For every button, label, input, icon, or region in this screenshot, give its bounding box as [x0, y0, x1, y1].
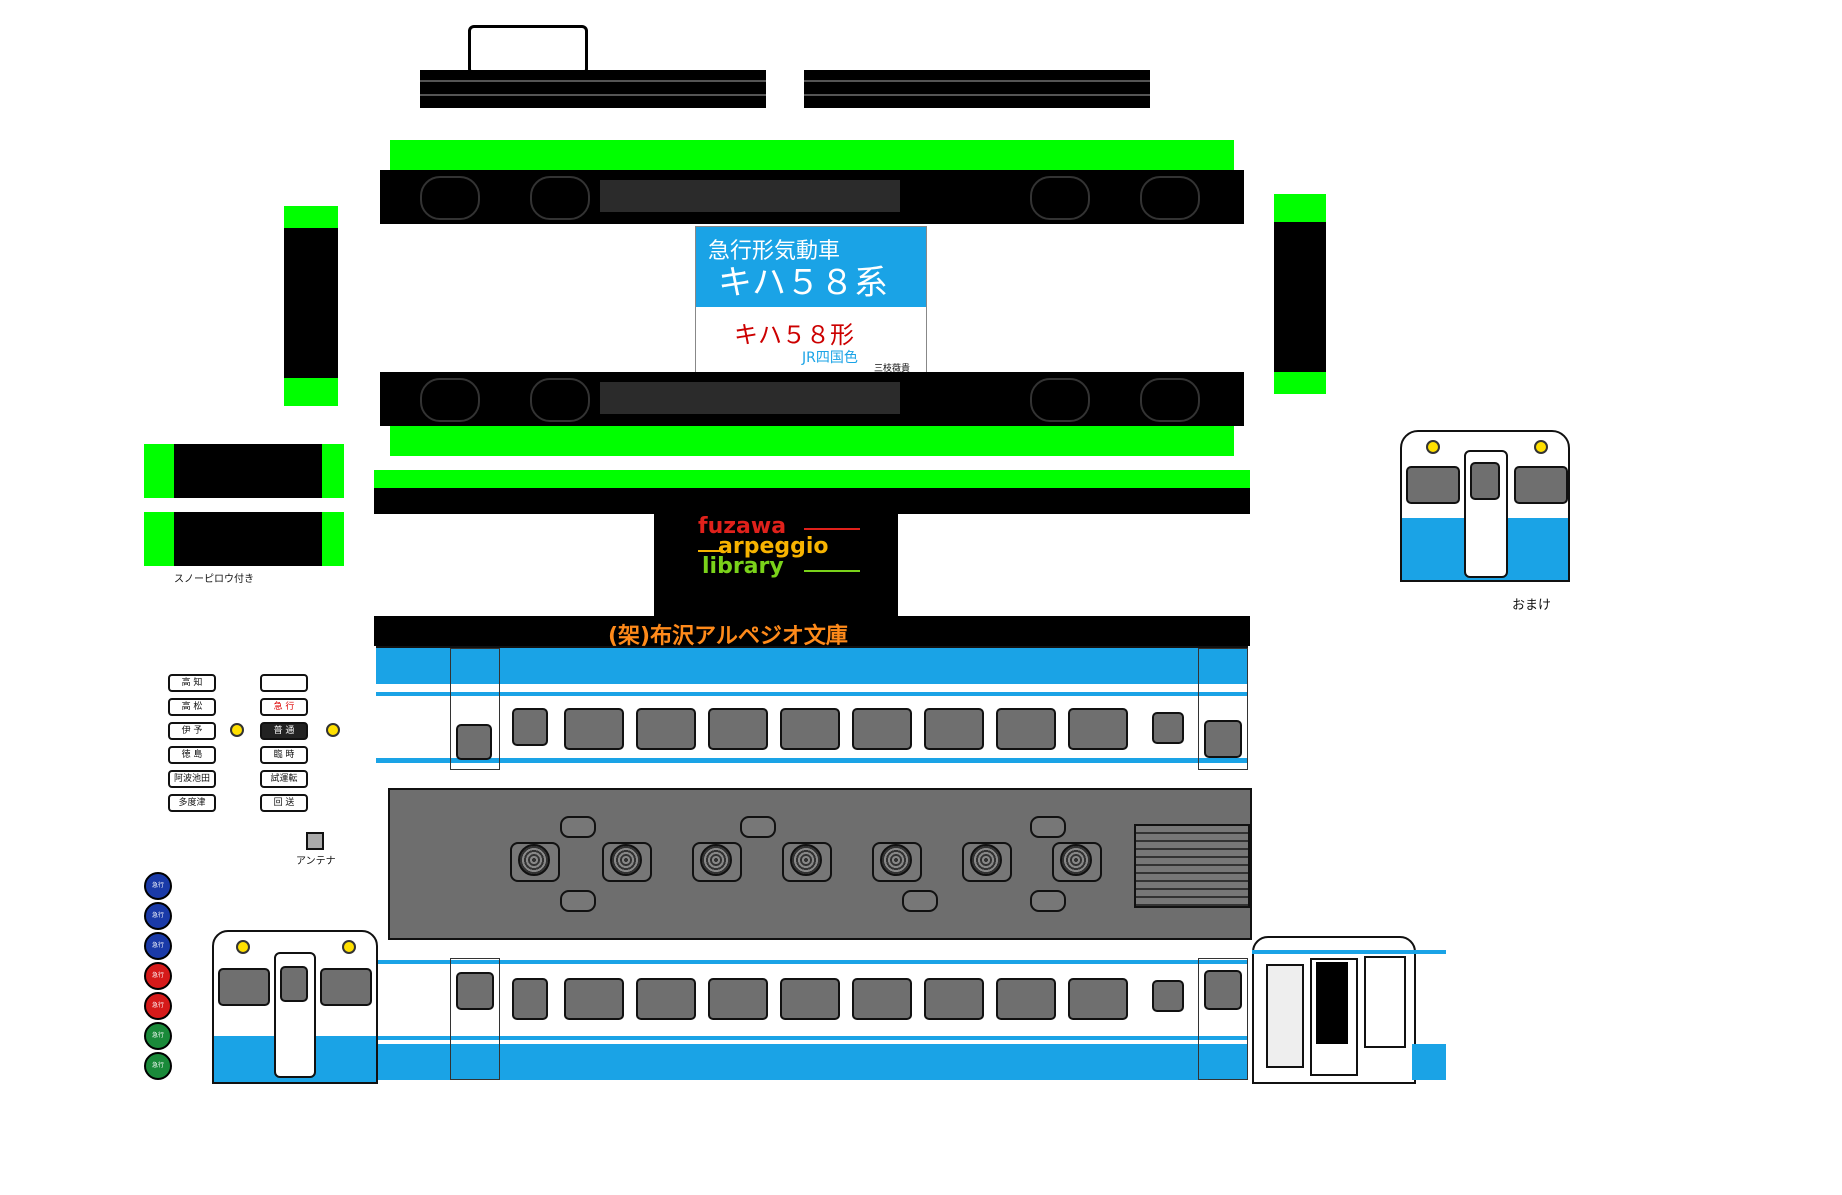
plate-type-6: 回 送 [260, 794, 308, 812]
title-box: 急行形気動車 キハ５８系 キハ５８形 JR四国色 三枝薇貴 [695, 226, 927, 374]
logo-line2: arpeggio [718, 534, 829, 559]
bonus-front [1400, 430, 1570, 582]
antenna-icon [306, 832, 324, 850]
rear-end-right [1252, 936, 1416, 1084]
end-tab-left-top [284, 206, 338, 228]
logo-line1: fuzawa [698, 514, 787, 539]
underfloor-panel-top [380, 170, 1244, 224]
plate-dest-6: 多度津 [168, 794, 216, 812]
express-disc-2: 急行 [144, 902, 172, 930]
plate-type-5: 試運転 [260, 770, 308, 788]
end-part-right [1274, 222, 1326, 372]
title-category: 急行形気動車 [708, 239, 841, 264]
rear-end-band [1412, 1044, 1446, 1080]
publisher-band: (架)布沢アルペジオ文庫 [374, 616, 1250, 649]
end-tab-right-top [1274, 194, 1326, 222]
express-disc-5: 急行 [144, 992, 172, 1020]
snowplow-1 [174, 444, 322, 498]
express-disc-1: 急行 [144, 872, 172, 900]
spare-lamp-right [326, 723, 340, 737]
plate-dest-2: 高 松 [168, 698, 216, 716]
title-livery: JR四国色 [802, 350, 858, 366]
underfloor-panel-bottom [380, 372, 1244, 426]
plate-type-1 [260, 674, 308, 692]
car-side-lower [376, 958, 1248, 1080]
snowplow-2 [174, 512, 322, 566]
express-disc-3: 急行 [144, 932, 172, 960]
title-blue-panel: 急行形気動車 キハ５８系 [696, 227, 926, 307]
spare-lamp-left [230, 723, 244, 737]
snowplow-label: スノーピロウ付き [174, 574, 254, 585]
roof-strip-right [804, 70, 1150, 108]
express-disc-6: 急行 [144, 1022, 172, 1050]
antenna-frame [468, 25, 588, 75]
plate-type-3: 普 通 [260, 722, 308, 740]
publisher-name: (架)布沢アルペジオ文庫 [608, 624, 848, 649]
plate-type-2: 急 行 [260, 698, 308, 716]
end-part-left [284, 228, 338, 378]
front-end-left [212, 930, 378, 1084]
title-model: キハ５８形 [734, 321, 854, 349]
express-disc-7: 急行 [144, 1052, 172, 1080]
logo-block: fuzawa arpeggio library [654, 514, 898, 616]
roof-band [374, 488, 1250, 514]
plate-dest-4: 徳 島 [168, 746, 216, 764]
car-side-upper [376, 646, 1248, 770]
express-disc-4: 急行 [144, 962, 172, 990]
plate-type-4: 臨 時 [260, 746, 308, 764]
plate-dest-5: 阿波池田 [168, 770, 216, 788]
plate-dest-1: 高 知 [168, 674, 216, 692]
bonus-label: おまけ [1512, 598, 1552, 613]
glue-tab-roof [374, 470, 1250, 488]
title-author: 三枝薇貴 [874, 364, 911, 374]
end-tab-left-bottom [284, 378, 338, 406]
end-tab-right-bottom [1274, 372, 1326, 394]
logo-line3: library [702, 554, 784, 579]
glue-tab-bottom [390, 426, 1234, 456]
antenna-label: アンテナ [296, 856, 336, 867]
plate-dest-3: 伊 予 [168, 722, 216, 740]
roof-strip-left [420, 70, 766, 108]
glue-tab-top [390, 140, 1234, 170]
roof-top-view [388, 788, 1252, 940]
title-series: キハ５８系 [718, 263, 888, 303]
rear-end-stripe [1252, 950, 1446, 954]
